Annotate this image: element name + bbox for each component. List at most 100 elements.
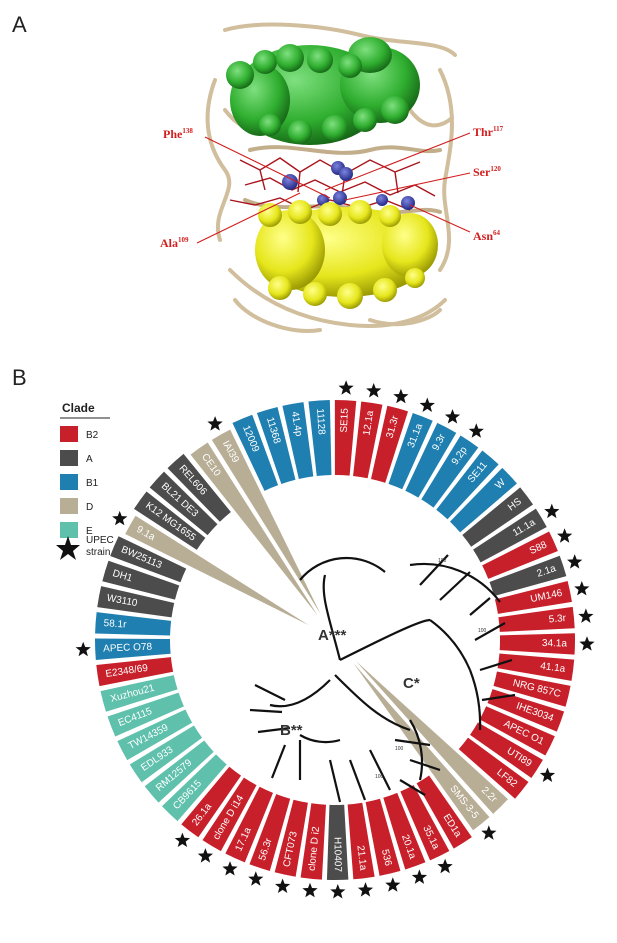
tip-wedge [479, 706, 555, 756]
tip-wedge [94, 638, 171, 660]
tip-label: APEC O78 [103, 642, 153, 655]
green-sphere-cluster [226, 37, 420, 145]
tip-wedge [211, 429, 321, 614]
upec-star-icon [557, 528, 573, 543]
upec-star-icon [207, 416, 223, 431]
tip-wedge [149, 471, 218, 536]
tree-branches [249, 554, 516, 803]
tip-wedge [300, 803, 327, 880]
tip-label: 21.1a [354, 845, 368, 872]
legend-upec-label: UPEC [86, 535, 114, 546]
tip-wedge [125, 515, 309, 626]
clade-markers: A*** B** C* [280, 627, 420, 739]
clade-marker-a: A*** [318, 627, 347, 644]
tip-wedge [347, 802, 375, 880]
tip-wedge [232, 414, 279, 491]
legend-star-icon [56, 536, 80, 560]
residue-label-ala109: Ala109 [160, 236, 189, 250]
tip-label: 41.1a [540, 661, 567, 675]
tip-wedge [498, 606, 575, 632]
upec-star-icon [222, 861, 238, 876]
tip-wedge [117, 709, 193, 761]
tip-wedge [493, 671, 571, 707]
legend-label-b2: B2 [86, 430, 99, 441]
tip-wedge [353, 401, 383, 479]
legend-swatch-e [60, 522, 78, 538]
tip-wedge [326, 804, 349, 880]
tip-wedge [405, 422, 457, 498]
tip-label: 58.1r [103, 618, 127, 631]
legend-label-d: D [86, 502, 93, 513]
protein-structure-figure: Phe138 Thr117 Ser120 Ala109 Asn64 [160, 22, 504, 333]
upec-star-icon [112, 510, 128, 526]
tip-wedge [144, 740, 214, 803]
upec-star-icon [481, 825, 497, 840]
legend-swatch-a [60, 450, 78, 466]
tip-wedge [161, 754, 227, 822]
upec-star-icon [411, 869, 428, 884]
tip-wedge [256, 406, 296, 484]
tip-wedge [95, 612, 172, 636]
tip-wedge [421, 435, 479, 508]
tip-wedge [487, 689, 565, 732]
upec-star-icon [248, 871, 264, 886]
upec-star-icon [197, 848, 213, 863]
tip-wedge [436, 450, 499, 520]
tip-wedge [365, 798, 401, 876]
panel-a-letter: A [12, 12, 27, 37]
tip-wedge [400, 785, 450, 861]
tip-wedge [202, 777, 257, 852]
upec-star-icon [357, 882, 374, 897]
tip-wedge [383, 792, 426, 870]
tip-wedge [482, 531, 558, 579]
legend-swatch-b2 [60, 426, 78, 442]
tip-wedge [308, 400, 332, 477]
upec-star-icon [578, 608, 594, 623]
tip-label: SE15 [339, 408, 351, 433]
legend-label-b1: B1 [86, 478, 99, 489]
yellow-sphere-cluster [255, 200, 438, 309]
tip-wedge [129, 725, 203, 783]
tip-wedge [458, 737, 529, 799]
upec-star-icon [330, 884, 346, 899]
residue-label-phe138: Phe138 [163, 127, 193, 141]
upec-star-icon [385, 877, 401, 892]
upec-star-icon [366, 383, 382, 398]
tip-wedge [494, 580, 572, 614]
upec-star-icon [539, 767, 556, 782]
upec-star-icon [393, 388, 409, 404]
tip-wedge [470, 722, 543, 778]
upec-star-icon [338, 380, 354, 395]
tip-wedge [249, 794, 291, 871]
tip-wedge [282, 402, 314, 480]
tip-wedge [473, 508, 547, 563]
clade-marker-b: B** [280, 722, 303, 739]
upec-star-icon [468, 423, 484, 438]
tip-wedge [100, 675, 178, 712]
legend-label-a: A [86, 454, 93, 465]
tip-wedge [356, 661, 508, 814]
upec-star-icon [419, 397, 435, 412]
tip-label: 34.1a [542, 638, 568, 649]
residue-label-thr117: Thr117 [473, 125, 504, 139]
legend-strain-label: strain [86, 547, 110, 558]
tip-wedge [388, 412, 433, 490]
tip-label: 11128 [314, 408, 327, 435]
tip-wedge [134, 491, 206, 550]
tip-wedge [97, 586, 175, 618]
upec-star-icon [444, 409, 461, 424]
tip-wedge [449, 467, 517, 533]
upec-star-icon [174, 832, 190, 847]
bootstrap-label: 100 [395, 746, 404, 752]
tip-label: 536 [379, 848, 394, 867]
upec-star-icon [574, 581, 590, 596]
tip-label: 12.1a [362, 410, 377, 437]
residue-label-asn64: Asn64 [473, 229, 501, 243]
residue-label-ser120: Ser120 [473, 165, 501, 179]
blue-spheres [282, 161, 415, 210]
tip-wedge [462, 487, 534, 547]
upec-star-icon [302, 882, 318, 898]
tip-wedge [370, 405, 409, 483]
